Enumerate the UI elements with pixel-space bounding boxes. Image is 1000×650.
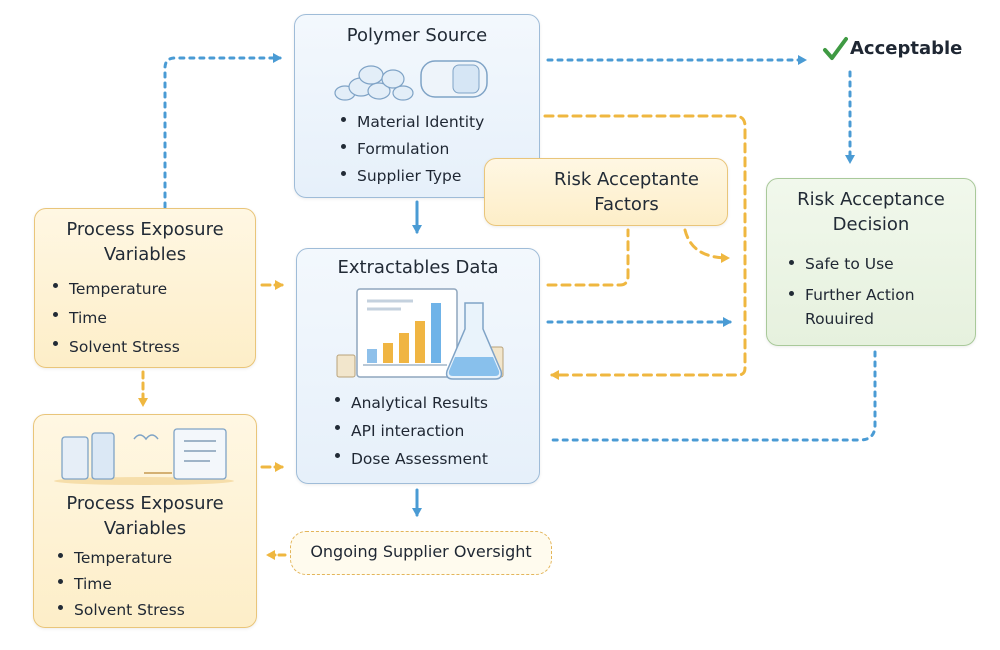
connector-decision-return [546,350,877,442]
risk-decision-box: Risk Acceptance Decision Safe to Use Fur… [766,178,976,346]
process-top-title: Process Exposure Variables [66,219,224,265]
risk-factors-title: Risk Acceptante Factors [554,169,699,215]
risk-factors-box: Risk Acceptante Factors [484,158,728,226]
process-exposure-box-bottom: Process Exposure Variables Temperature T… [33,414,257,628]
ongoing-oversight-pill: Ongoing Supplier Oversight [290,531,552,575]
connector-process-to-polymer [163,53,282,209]
connector-factors-to-decision [683,228,730,263]
lab-chart-illustration [336,288,504,380]
polymer-item: Formulation [341,136,484,163]
extractables-item: Analytical Results [335,389,488,417]
process-exposure-box-top: Process Exposure Variables Temperature T… [34,208,256,368]
extractables-data-box: Extractables Data Analytical Results API… [296,248,540,484]
decision-item: Safe to Use [789,252,955,276]
decision-item: Further Action Rouuired [789,283,955,331]
extractables-item: API interaction [335,417,488,445]
connector-polymer-to-extractables-loop [543,114,747,380]
checkmark-icon [823,37,848,60]
process-bottom-item: Solvent Stress [58,597,185,623]
process-top-item: Solvent Stress [53,333,180,362]
process-top-item: Temperature [53,275,180,304]
acceptable-label: Acceptable [850,38,963,59]
risk-decision-title: Risk Acceptance Decision [797,189,945,235]
extractables-title: Extractables Data [337,257,499,278]
process-bottom-item: Temperature [58,545,185,571]
process-top-item: Time [53,304,180,333]
polymer-source-title: Polymer Source [346,25,488,46]
process-bottom-title: Process Exposure Variables [66,493,224,539]
lab-equipment-illustration [54,428,234,485]
polymer-item: Material Identity [341,109,484,136]
process-bottom-item: Time [58,571,185,597]
polymer-item: Supplier Type [341,163,484,190]
connector-factors-to-extractables [546,228,630,287]
polymer-pellets-illustration [334,60,488,101]
extractables-item: Dose Assessment [335,445,488,473]
